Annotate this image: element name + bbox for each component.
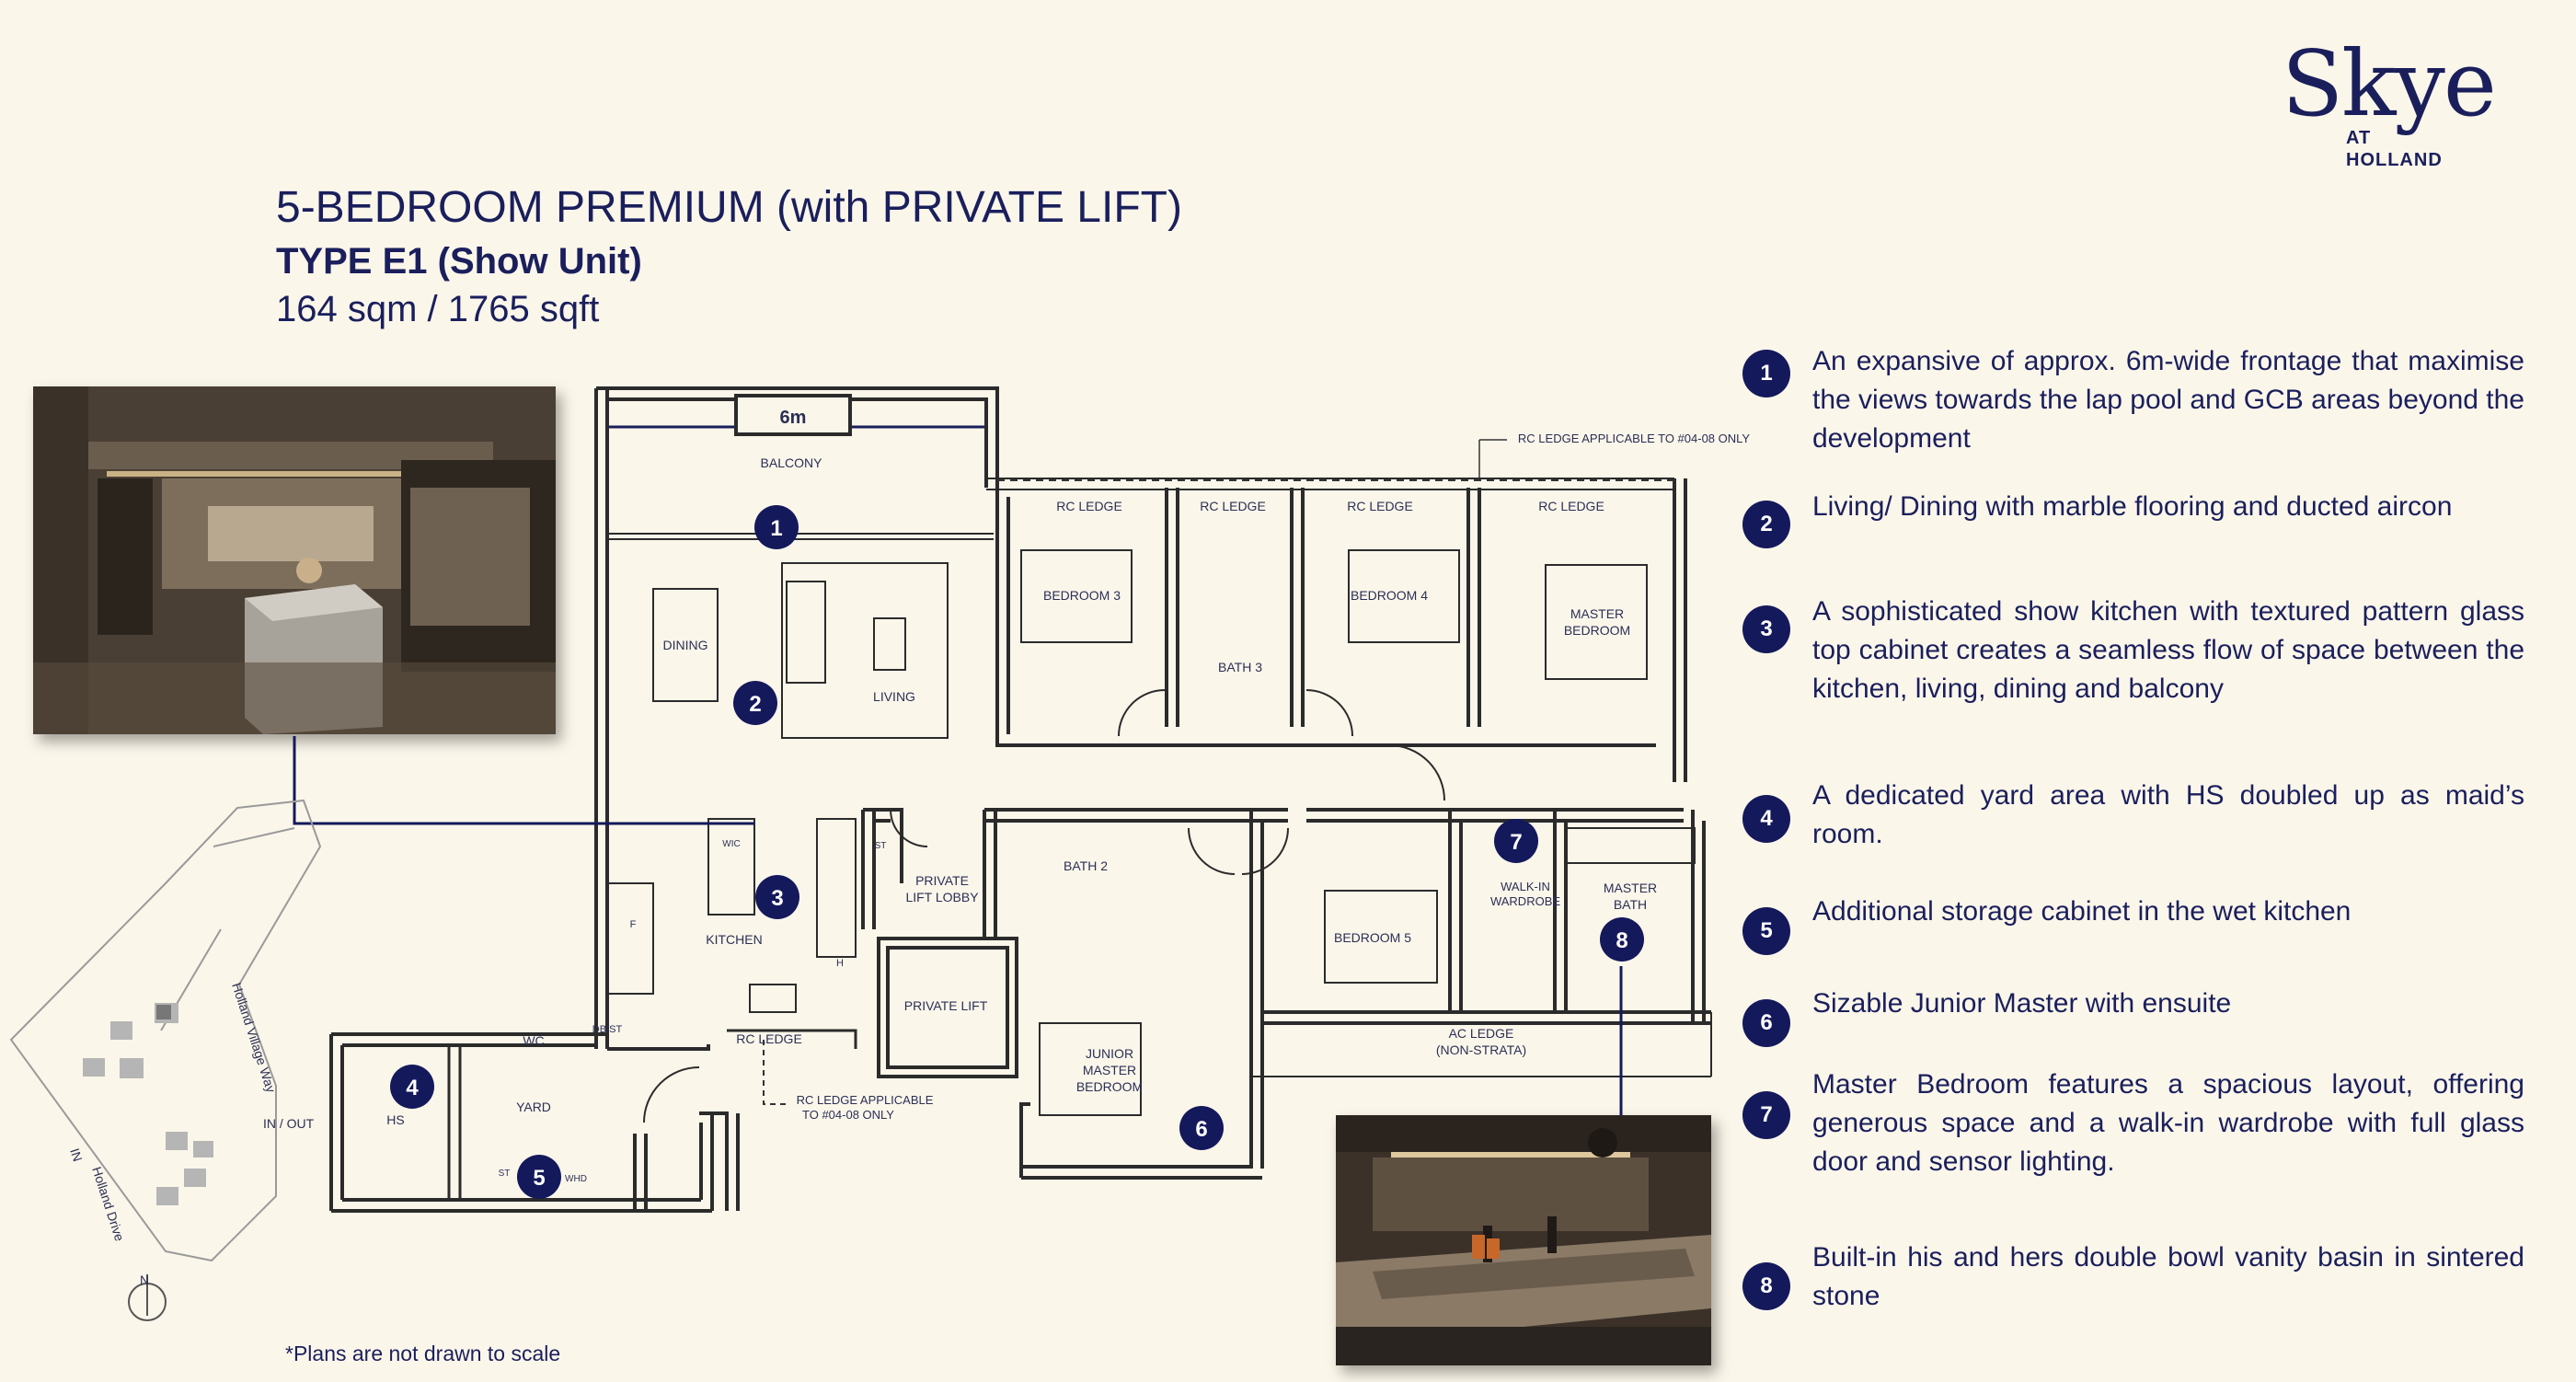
feature-number: 2	[1742, 501, 1790, 548]
label-rc-ledge-note-top: RC LEDGE APPLICABLE TO #04-08 ONLY	[1518, 432, 1751, 445]
label-h: H	[836, 958, 844, 969]
label-st-2: ST	[499, 1169, 511, 1179]
north-indicator: N	[140, 1273, 149, 1287]
marker-2: 2	[749, 692, 761, 717]
feature-number: 1	[1742, 350, 1790, 397]
marker-7: 7	[1510, 830, 1522, 855]
road-holland-drive: Holland Drive	[89, 1165, 127, 1243]
label-wc: WC	[523, 1033, 544, 1048]
label-st-1: ST	[875, 841, 887, 851]
feature-text: Built-in his and hers double bowl vanity…	[1812, 1242, 2524, 1311]
scale-note: *Plans are not drawn to scale	[285, 1342, 561, 1365]
label-private-lift: PRIVATE LIFT	[904, 998, 988, 1013]
label-balcony: BALCONY	[761, 455, 823, 470]
marker-5: 5	[533, 1166, 545, 1191]
dimension-label: 6m	[780, 408, 807, 428]
label-rc-ledge-2: RC LEDGE	[1200, 499, 1266, 513]
label-rc-ledge-3: RC LEDGE	[1347, 499, 1413, 513]
label-master-bedroom-1: MASTER	[1570, 606, 1624, 621]
feature-text: Living/ Dining with marble flooring and …	[1812, 491, 2453, 522]
brand-at: AT	[2346, 128, 2372, 148]
plan-title: 5-BEDROOM PREMIUM (with PRIVATE LIFT)	[276, 183, 1182, 232]
feature-number: 8	[1742, 1262, 1790, 1310]
label-walkin-2: WARDROBE	[1490, 894, 1560, 908]
marker-1: 1	[770, 516, 782, 541]
label-kitchen: KITCHEN	[706, 932, 762, 947]
label-yard: YARD	[516, 1100, 551, 1114]
unit-area: 164 sqm / 1765 sqft	[276, 289, 600, 329]
label-bedroom-3: BEDROOM 3	[1043, 588, 1121, 603]
label-db-st: DB/ST	[592, 1024, 623, 1035]
entrance-in-out: IN / OUT	[263, 1116, 315, 1131]
feature-number: 6	[1742, 999, 1790, 1047]
label-junior-3: BEDROOM	[1076, 1079, 1143, 1094]
label-private-lift-lobby-2: LIFT LOBBY	[905, 890, 979, 904]
marker-4: 4	[406, 1076, 419, 1100]
marker-6: 6	[1195, 1117, 1207, 1142]
master-bath-photo	[1336, 1115, 1711, 1365]
brand-place: HOLLAND	[2346, 150, 2443, 170]
label-f: F	[630, 919, 637, 930]
label-bedroom-4: BEDROOM 4	[1351, 588, 1428, 603]
label-private-lift-lobby-1: PRIVATE	[915, 873, 969, 888]
site-map	[9, 799, 322, 1321]
label-bath-3: BATH 3	[1218, 660, 1262, 674]
feature-number: 7	[1742, 1091, 1790, 1139]
marker-8: 8	[1616, 928, 1627, 953]
feature-text: Sizable Junior Master with ensuite	[1812, 988, 2232, 1019]
label-wic: WIC	[722, 839, 740, 849]
label-junior-1: JUNIOR	[1086, 1046, 1133, 1061]
label-master-bath-1: MASTER	[1604, 881, 1657, 895]
label-rc-ledge-1: RC LEDGE	[1056, 499, 1122, 513]
feature-text: A sophisticated show kitchen with textur…	[1812, 596, 2524, 704]
label-hs: HS	[386, 1112, 404, 1127]
feature-number: 4	[1742, 795, 1790, 843]
label-rc-ledge-4: RC LEDGE	[1538, 499, 1604, 513]
road-holland-village-way: Holland Village Way	[229, 981, 279, 1094]
plan-markers	[390, 505, 1644, 1199]
marker-3: 3	[771, 886, 783, 911]
feature-text: Master Bedroom features a spacious layou…	[1812, 1069, 2524, 1177]
label-walkin-1: WALK-IN	[1501, 880, 1550, 893]
label-master-bath-2: BATH	[1614, 897, 1647, 912]
label-whd: WHD	[565, 1174, 587, 1184]
feature-number: 5	[1742, 907, 1790, 955]
feature-text: A dedicated yard area with HS doubled up…	[1812, 780, 2524, 849]
label-dining: DINING	[663, 638, 708, 652]
label-ac-ledge-1: AC LEDGE	[1449, 1026, 1514, 1041]
label-rc-ledge-note-bottom-1: RC LEDGE APPLICABLE	[797, 1093, 934, 1107]
label-ac-ledge-2: (NON-STRATA)	[1436, 1042, 1526, 1057]
label-bedroom-5: BEDROOM 5	[1334, 930, 1411, 945]
label-bath-2: BATH 2	[1064, 858, 1108, 873]
entrance-in: IN	[67, 1146, 86, 1163]
feature-text: Additional storage cabinet in the wet ki…	[1812, 896, 2352, 927]
label-junior-2: MASTER	[1083, 1063, 1136, 1077]
unit-type: TYPE E1 (Show Unit)	[276, 241, 642, 282]
feature-number: 3	[1742, 605, 1790, 653]
label-rc-ledge-5: RC LEDGE	[736, 1031, 802, 1046]
brand-logo: Skye AT HOLLAND	[2272, 32, 2530, 179]
feature-text: An expansive of approx. 6m-wide frontage…	[1812, 346, 2524, 454]
brand-name: Skye	[2282, 32, 2497, 137]
label-master-bedroom-2: BEDROOM	[1564, 623, 1630, 638]
label-rc-ledge-note-bottom-2: TO #04-08 ONLY	[802, 1108, 894, 1122]
label-living: LIVING	[873, 689, 915, 704]
kitchen-photo	[33, 386, 556, 734]
